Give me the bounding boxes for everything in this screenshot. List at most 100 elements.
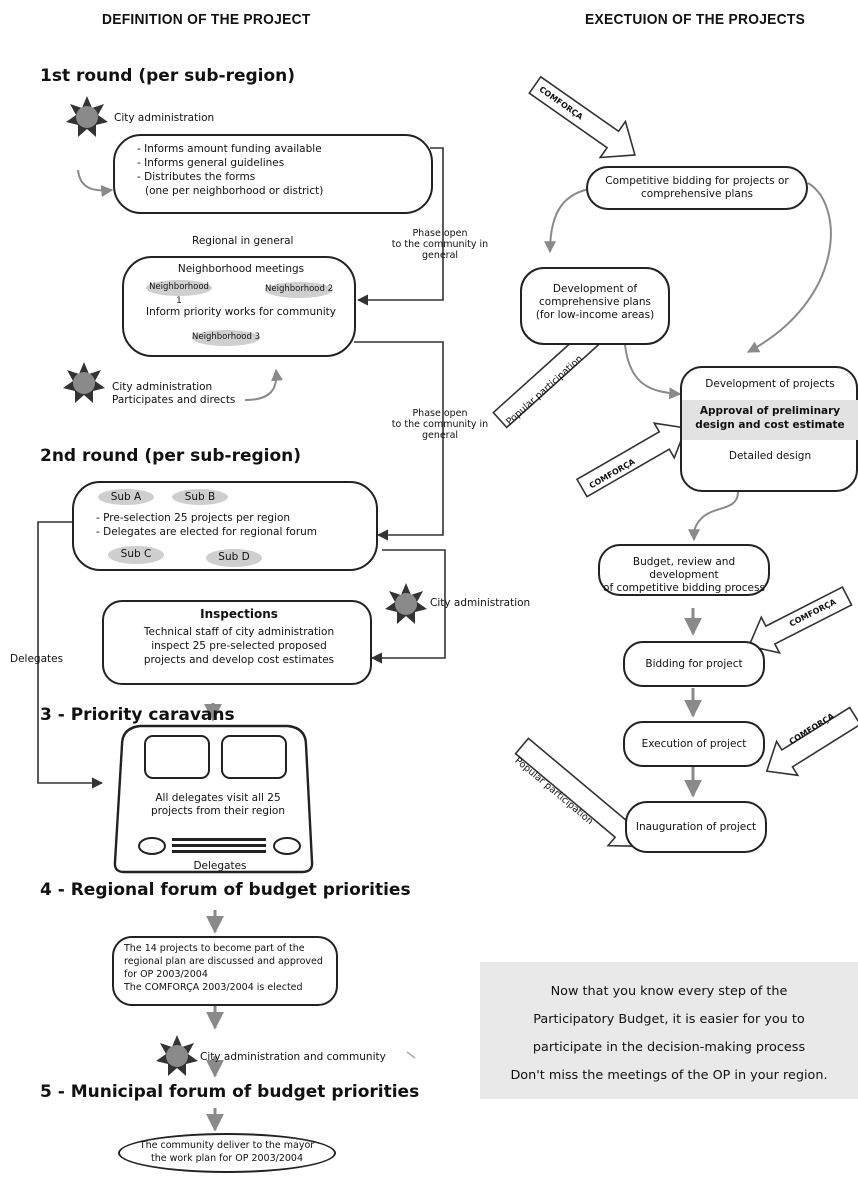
neighborhood-3-oval: Neighborhood 3 bbox=[192, 330, 260, 346]
city-admin-label-2: City administration Participates and dir… bbox=[112, 381, 235, 407]
inform-box: - Informs amount funding available - Inf… bbox=[113, 134, 433, 214]
sun-icon-2 bbox=[63, 362, 105, 403]
header-definition: DEFINITION OF THE PROJECT bbox=[102, 11, 311, 28]
line-neigh-to-round2 bbox=[354, 341, 444, 541]
bus-line-2: projects from their region bbox=[150, 805, 286, 817]
phase-open-2-l2: to the community in bbox=[391, 419, 489, 430]
round-3-title: 3 - Priority caravans bbox=[40, 705, 235, 725]
inform-line-1: - Informs amount funding available bbox=[137, 143, 322, 155]
bus-text: All delegates visit all 25 projects from… bbox=[130, 792, 306, 818]
bidding-line-2: comprehensive plans bbox=[641, 188, 753, 200]
comp-plans-line-3: (for low-income areas) bbox=[535, 309, 655, 321]
inspections-title: Inspections bbox=[200, 607, 278, 621]
note-line-2: Participatory Budget, it is easier for y… bbox=[533, 1012, 805, 1027]
round-4-title: 4 - Regional forum of budget priorities bbox=[40, 880, 411, 900]
phase-open-2-l3: general bbox=[421, 430, 459, 441]
neighborhood-2-oval: Neighborhood 2 bbox=[265, 282, 333, 298]
budget-review-line-1: Budget, review and development bbox=[632, 556, 736, 581]
forum-line-2: regional plan are discussed and approved bbox=[124, 956, 323, 967]
line-round2-to-inspect bbox=[370, 549, 446, 664]
inspections-line-3: projects and develop cost estimates bbox=[143, 654, 335, 666]
budget-review-box: Budget, review and development of compet… bbox=[598, 544, 770, 596]
inform-line-3: - Distributes the forms bbox=[137, 171, 256, 183]
detailed-design-line: Detailed design bbox=[728, 450, 812, 462]
city-admin-community-label: City administration and community bbox=[200, 1051, 386, 1063]
round-2-box: Sub A Sub B - Pre-selection 25 projects … bbox=[72, 481, 378, 571]
arrow-bid-to-devproj bbox=[746, 182, 832, 353]
neighborhood-box: Neighborhood meetings Neighborhood 1 Nei… bbox=[122, 256, 356, 357]
city-admin-2-l2: Participates and directs bbox=[112, 394, 236, 406]
phase-open-label-1: Phase open to the community in general bbox=[380, 228, 500, 261]
neighborhood-1-oval: Neighborhood 1 bbox=[146, 280, 212, 306]
neighborhood-title: Neighborhood meetings bbox=[177, 263, 305, 275]
arrow-comp-to-devproj bbox=[624, 344, 682, 400]
comforca-arrow-exec bbox=[765, 706, 858, 777]
inauguration-project-label: Inauguration of project bbox=[635, 821, 757, 833]
city-admin-label-1: City administration bbox=[114, 112, 215, 124]
phase-open-1-l2: to the community in bbox=[391, 239, 489, 250]
regional-forum-box: The 14 projects to become part of the re… bbox=[112, 936, 338, 1006]
inspections-line-2: inspect 25 pre-selected proposed bbox=[151, 640, 327, 652]
round-2-line-1: - Pre-selection 25 projects per region bbox=[96, 512, 291, 524]
header-execution: EXECTUION OF THE PROJECTS bbox=[585, 11, 806, 28]
bus-line-1: All delegates visit all 25 bbox=[155, 792, 281, 804]
comforca-arrow-top bbox=[528, 75, 636, 159]
note-line-1: Now that you know every step of the bbox=[550, 984, 788, 999]
sub-c-oval: Sub C bbox=[108, 546, 164, 564]
arrow-devproj-to-budget bbox=[687, 491, 739, 542]
phase-open-2-l1: Phase open bbox=[412, 408, 468, 419]
round-1-title: 1st round (per sub-region) bbox=[40, 66, 296, 86]
budget-review-line-2: of competitive bidding process bbox=[603, 582, 765, 594]
bus-shape bbox=[113, 724, 314, 874]
sun-icon-1 bbox=[66, 96, 108, 137]
line-inform-to-neigh bbox=[356, 147, 444, 306]
approval-line-2: design and cost estimate bbox=[695, 419, 845, 431]
comforca-arrow-bid bbox=[747, 586, 853, 655]
inspections-line-1: Technical staff of city administration bbox=[143, 626, 335, 638]
tiny-mark bbox=[406, 1051, 416, 1059]
sun-icon-4 bbox=[156, 1035, 198, 1076]
line-delegates bbox=[37, 521, 104, 789]
round-5-title: 5 - Municipal forum of budget priorities bbox=[40, 1082, 420, 1102]
comp-plans-line-1: Development of bbox=[552, 283, 638, 295]
forum-line-1: The 14 projects to become part of the bbox=[124, 943, 305, 954]
inform-line-4: (one per neighborhood or district) bbox=[145, 185, 324, 197]
phase-open-label-2: Phase open to the community in general bbox=[380, 408, 500, 441]
sun-icon-3 bbox=[385, 583, 427, 624]
sub-a-oval: Sub A bbox=[98, 489, 154, 505]
forum-line-4: The COMFORÇA 2003/2004 is elected bbox=[124, 982, 303, 993]
sub-d-oval: Sub D bbox=[206, 549, 262, 567]
round-2-line-2: - Delegates are elected for regional for… bbox=[96, 526, 318, 538]
dev-projects-box: Development of projects Approval of prel… bbox=[680, 366, 858, 492]
mayor-line-2: the work plan for OP 2003/2004 bbox=[150, 1153, 303, 1164]
closing-note: Now that you know every step of the Part… bbox=[480, 962, 858, 1099]
comforca-arrow-mid bbox=[575, 422, 688, 498]
comprehensive-plans-box: Development of comprehensive plans (for … bbox=[520, 267, 670, 345]
inform-line-2: - Informs general guidelines bbox=[137, 157, 285, 169]
bidding-project-label: Bidding for project bbox=[645, 658, 743, 670]
execution-project-label: Execution of project bbox=[641, 738, 747, 750]
mayor-line-1: The community deliver to the mayor bbox=[139, 1140, 315, 1151]
arrow-curve-to-inform bbox=[77, 169, 114, 198]
inspections-box: Inspections Technical staff of city admi… bbox=[102, 600, 372, 685]
phase-open-1-l1: Phase open bbox=[412, 228, 468, 239]
bus-bottom-label: Delegates bbox=[193, 860, 247, 872]
city-admin-2-l1: City administration bbox=[112, 381, 213, 393]
bidding-project-box: Bidding for project bbox=[623, 641, 765, 687]
forum-line-3: for OP 2003/2004 bbox=[124, 969, 208, 980]
round-2-title: 2nd round (per sub-region) bbox=[40, 446, 302, 466]
approval-line-1: Approval of preliminary bbox=[699, 405, 841, 417]
neighborhood-body: Inform priority works for community bbox=[146, 306, 336, 318]
note-line-4: Don't miss the meetings of the OP in you… bbox=[510, 1068, 828, 1083]
dev-projects-line-1: Development of projects bbox=[705, 378, 835, 390]
inauguration-project-box: Inauguration of project bbox=[625, 801, 767, 853]
approval-highlight bbox=[682, 400, 858, 440]
sub-b-oval: Sub B bbox=[172, 489, 228, 505]
regional-general-label: Regional in general bbox=[192, 235, 294, 247]
note-line-3: participate in the decision-making proce… bbox=[532, 1040, 806, 1055]
mayor-box: The community deliver to the mayor the w… bbox=[118, 1133, 336, 1173]
execution-project-box: Execution of project bbox=[623, 721, 765, 767]
bidding-line-1: Competitive bidding for projects or bbox=[605, 175, 789, 187]
competitive-bidding-box: Competitive bidding for projects or comp… bbox=[586, 166, 808, 210]
phase-open-1-l3: general bbox=[421, 250, 459, 261]
